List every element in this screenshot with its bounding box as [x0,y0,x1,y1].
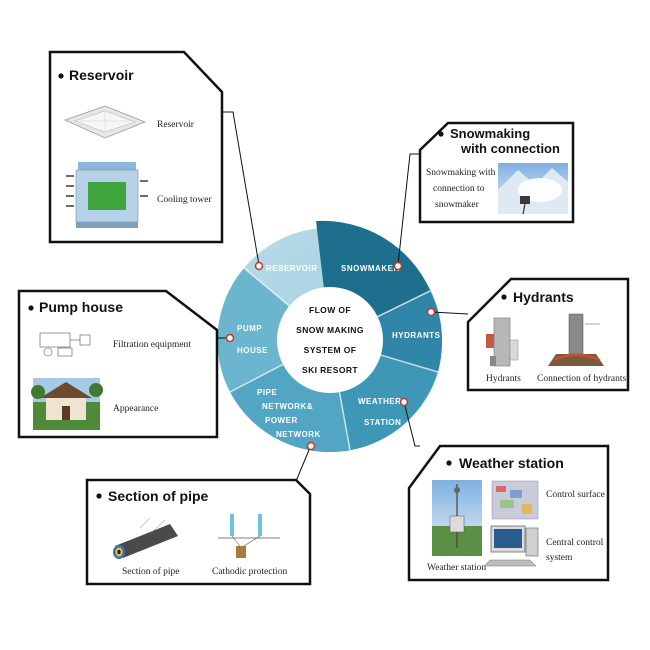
caption-weather-station: Weather station [427,563,486,573]
hydrant-image [486,317,519,367]
label-pipe-3: power [265,416,298,425]
control-surface-image [491,480,539,520]
segment-pump-house[interactable] [217,268,330,392]
card-weather-station: Weather station Weather station Control … [407,444,610,582]
card-pump-house: Pump house Filtration equipment Appearan… [17,289,219,439]
bullet [58,73,64,79]
bullet [446,460,452,466]
cathodic-protection-image [218,514,280,558]
card-pipe-title: Section of pipe [108,488,209,504]
card-snowmaking-title-2: with connection [460,141,560,156]
label-hydrants: Hydrants [392,331,441,340]
caption-cathodic-protection: Cathodic protection [212,567,287,577]
center-line-1: FLOW OF [309,305,351,315]
connectors [217,111,469,492]
caption-snowmaking-1: Snowmaking with [426,168,496,178]
weather-station-photo [432,480,482,556]
label-weather-1: Weather [358,397,401,406]
label-pipe-1: Pipe [257,388,277,397]
center-title: FLOW OF SNOW MAKING SYSTEM OF SKI RESORT [296,305,364,375]
card-pump-house-title: Pump house [39,299,123,315]
center-line-4: SKI RESORT [302,365,358,375]
center-line-2: SNOW MAKING [296,325,364,335]
caption-cooling-tower: Cooling tower [157,195,212,205]
label-pump-2: house [237,346,268,355]
label-pump-1: Pump [237,324,262,333]
caption-control-surface: Control surface [546,489,605,500]
label-weather-2: station [364,418,401,427]
cooling-tower-image [66,162,148,228]
bullet [438,131,444,137]
segment-hydrants[interactable] [330,292,442,372]
caption-central-control-1: Central control [546,538,604,548]
reservoir-image [63,105,147,139]
hydrant-connection-image [548,313,604,366]
connector-dots [225,261,436,451]
caption-filtration-equipment: Filtration equipment [113,340,191,350]
card-section-of-pipe: Section of pipe Section of pipe Cathodic… [85,478,312,586]
card-weather-title: Weather station [459,455,564,471]
caption-hydrants: Hydrants [486,374,521,384]
caption-reservoir: Reservoir [157,120,195,130]
card-reservoir-title: Reservoir [69,67,134,83]
label-reservoir: Reservoir [266,264,317,273]
center-line-3: SYSTEM OF [304,345,357,355]
caption-snowmaking-3: snowmaker [435,200,480,210]
card-snowmaking: Snowmaking with connection Snowmaking wi… [418,121,575,224]
label-snowmaker: Snowmaker [341,264,400,273]
filtration-equipment-image [39,332,91,357]
bullet [96,493,102,499]
caption-snowmaking-2: connection to [433,184,485,194]
ring-center [277,287,383,393]
label-pipe-2: network& [262,402,313,411]
flow-ring [217,220,442,452]
segment-labels: Reservoir Snowmaker Hydrants Weather sta… [237,264,441,439]
card-hydrants: Hydrants Hydrants Connection of hydrants [466,277,630,392]
central-control-image [483,525,539,567]
caption-central-control-2: system [546,553,573,563]
caption-section-of-pipe: Section of pipe [122,566,180,577]
pipe-section-image [113,517,178,559]
card-snowmaking-title-1: Snowmaking [450,126,530,141]
label-pipe-4: network [276,430,321,439]
bullet [501,294,507,300]
caption-appearance: Appearance [113,404,158,414]
bullet [28,305,34,311]
caption-connection-of-hydrants: Connection of hydrants [537,373,626,384]
card-reservoir: Reservoir Reservoir Cooling tower [48,50,224,244]
snowmaking-photo [498,163,568,215]
card-hydrants-title: Hydrants [513,289,574,305]
pump-house-photo [31,378,103,430]
